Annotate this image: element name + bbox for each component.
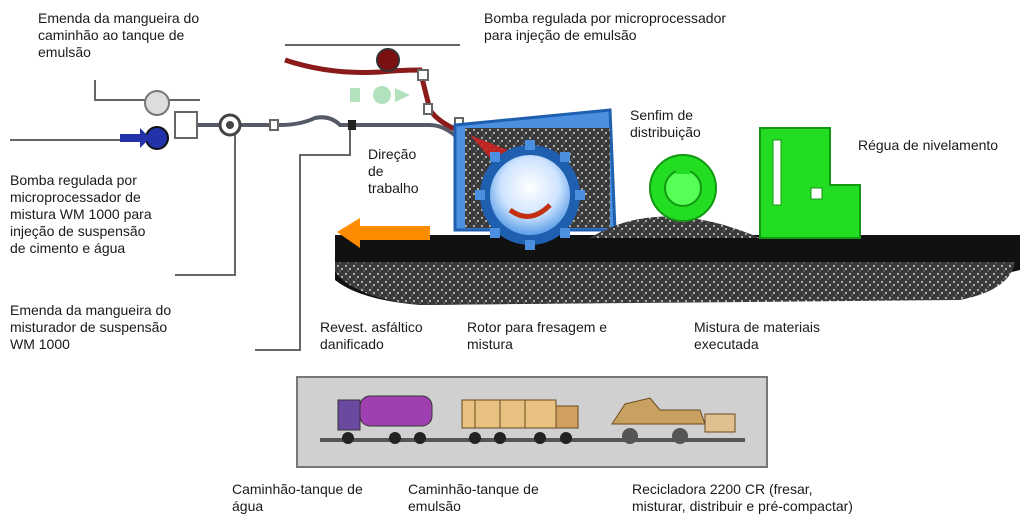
screed-icon: [759, 127, 861, 239]
subgrade-gravel: [335, 262, 1015, 305]
label-slurry-pump: Bomba regulada por microprocessador de m…: [10, 172, 152, 256]
recycler-icon: [611, 397, 736, 444]
label-damaged-pavement: Revest. asfáltico danificado: [320, 319, 423, 352]
milling-rotor-icon: [475, 140, 585, 250]
label-distribution-auger: Senfim de distribuição: [630, 107, 701, 140]
label-truck-emulsion-hose: Emenda da mangueira do caminhão ao tanqu…: [38, 10, 200, 60]
distribution-auger-icon: [649, 154, 717, 222]
label-recycler: Recicladora 2200 CR (fresar, misturar, d…: [632, 481, 853, 514]
label-mixed-material: Mistura de materiais executada: [694, 319, 821, 352]
water-truck-icon: [337, 395, 433, 444]
label-mixer-hose: Emenda da mangueira do misturador de sus…: [10, 302, 172, 352]
work-direction-arrow: [337, 218, 430, 248]
slurry-line: [175, 115, 462, 142]
ghost-valve-icon: [350, 86, 410, 104]
slurry-pump-icon: [120, 90, 464, 150]
emulsion-line: [284, 57, 471, 138]
label-work-direction: Direção de trabalho: [368, 146, 419, 196]
label-screed: Régua de nivelamento: [858, 137, 999, 153]
label-water-truck: Caminhão-tanque de água: [232, 481, 363, 514]
recycling-train-inset: [296, 376, 768, 468]
emulsion-pump-icon: [376, 48, 400, 72]
label-emulsion-truck: Caminhão-tanque de emulsão: [408, 481, 539, 514]
label-milling-rotor: Rotor para fresagem e mistura: [467, 319, 608, 352]
mixed-material-mound: [590, 216, 760, 238]
emulsion-truck-icon: [461, 399, 579, 444]
label-emulsion-pump: Bomba regulada por microprocessador para…: [484, 10, 727, 43]
